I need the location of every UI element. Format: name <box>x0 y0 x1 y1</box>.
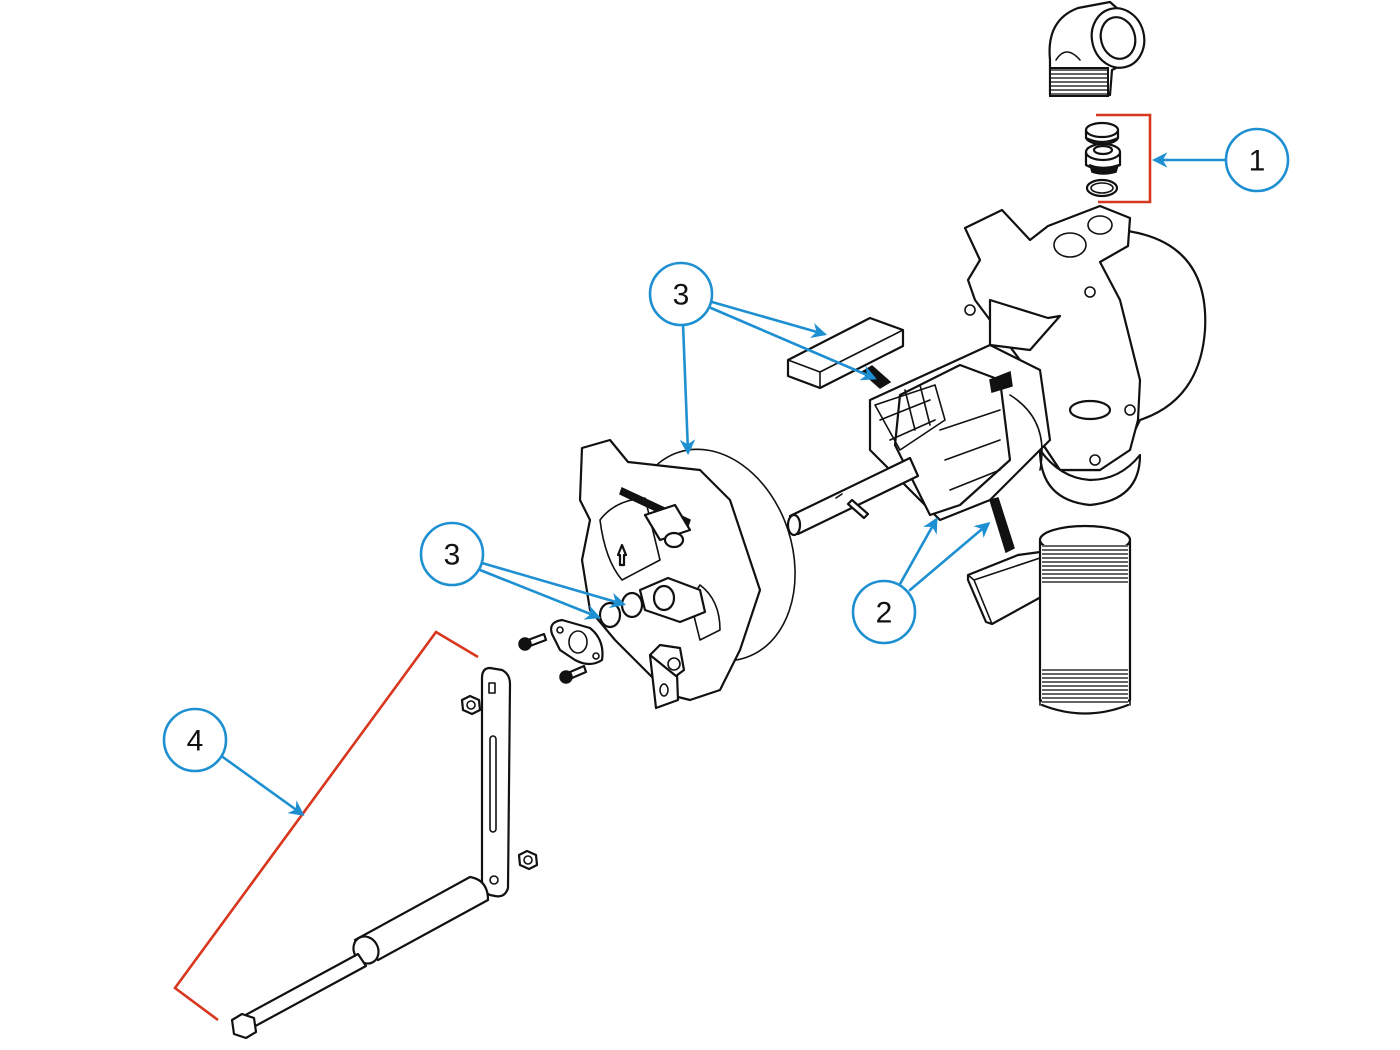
mounting-strap <box>480 666 512 898</box>
pipe-nipple <box>1038 524 1132 715</box>
callout-label-1: 1 <box>1249 145 1266 178</box>
bracket-callout-4 <box>173 630 479 1022</box>
callout-label-3-upper: 3 <box>673 279 690 312</box>
bracket-callout-1 <box>1096 113 1152 204</box>
callout-label-2: 2 <box>876 597 893 630</box>
flange-gasket <box>550 618 604 666</box>
elbow-fitting <box>1048 0 1146 97</box>
motor-armature <box>868 343 1052 522</box>
long-bolt <box>230 952 368 1040</box>
callout-4: 4 <box>162 707 305 816</box>
callout-label-3-lower: 3 <box>444 539 461 572</box>
valve-body <box>1084 142 1122 175</box>
o-ring <box>1085 178 1119 198</box>
callout-3-lower: 3 <box>419 521 626 620</box>
valve-cap <box>1084 121 1120 146</box>
callout-2: 2 <box>851 517 991 645</box>
drive-shaft <box>786 456 920 537</box>
bolt-upper <box>518 632 548 651</box>
hex-nut-lower <box>517 849 539 871</box>
end-cover <box>578 438 762 710</box>
callout-3-upper: 3 <box>648 261 877 456</box>
spacer-tube <box>352 875 490 965</box>
bolt-lower <box>559 664 588 684</box>
callout-label-4: 4 <box>187 725 204 758</box>
callout-1: 1 <box>1151 127 1290 193</box>
hex-nut-upper <box>460 694 482 716</box>
pump-housing <box>963 204 1207 507</box>
